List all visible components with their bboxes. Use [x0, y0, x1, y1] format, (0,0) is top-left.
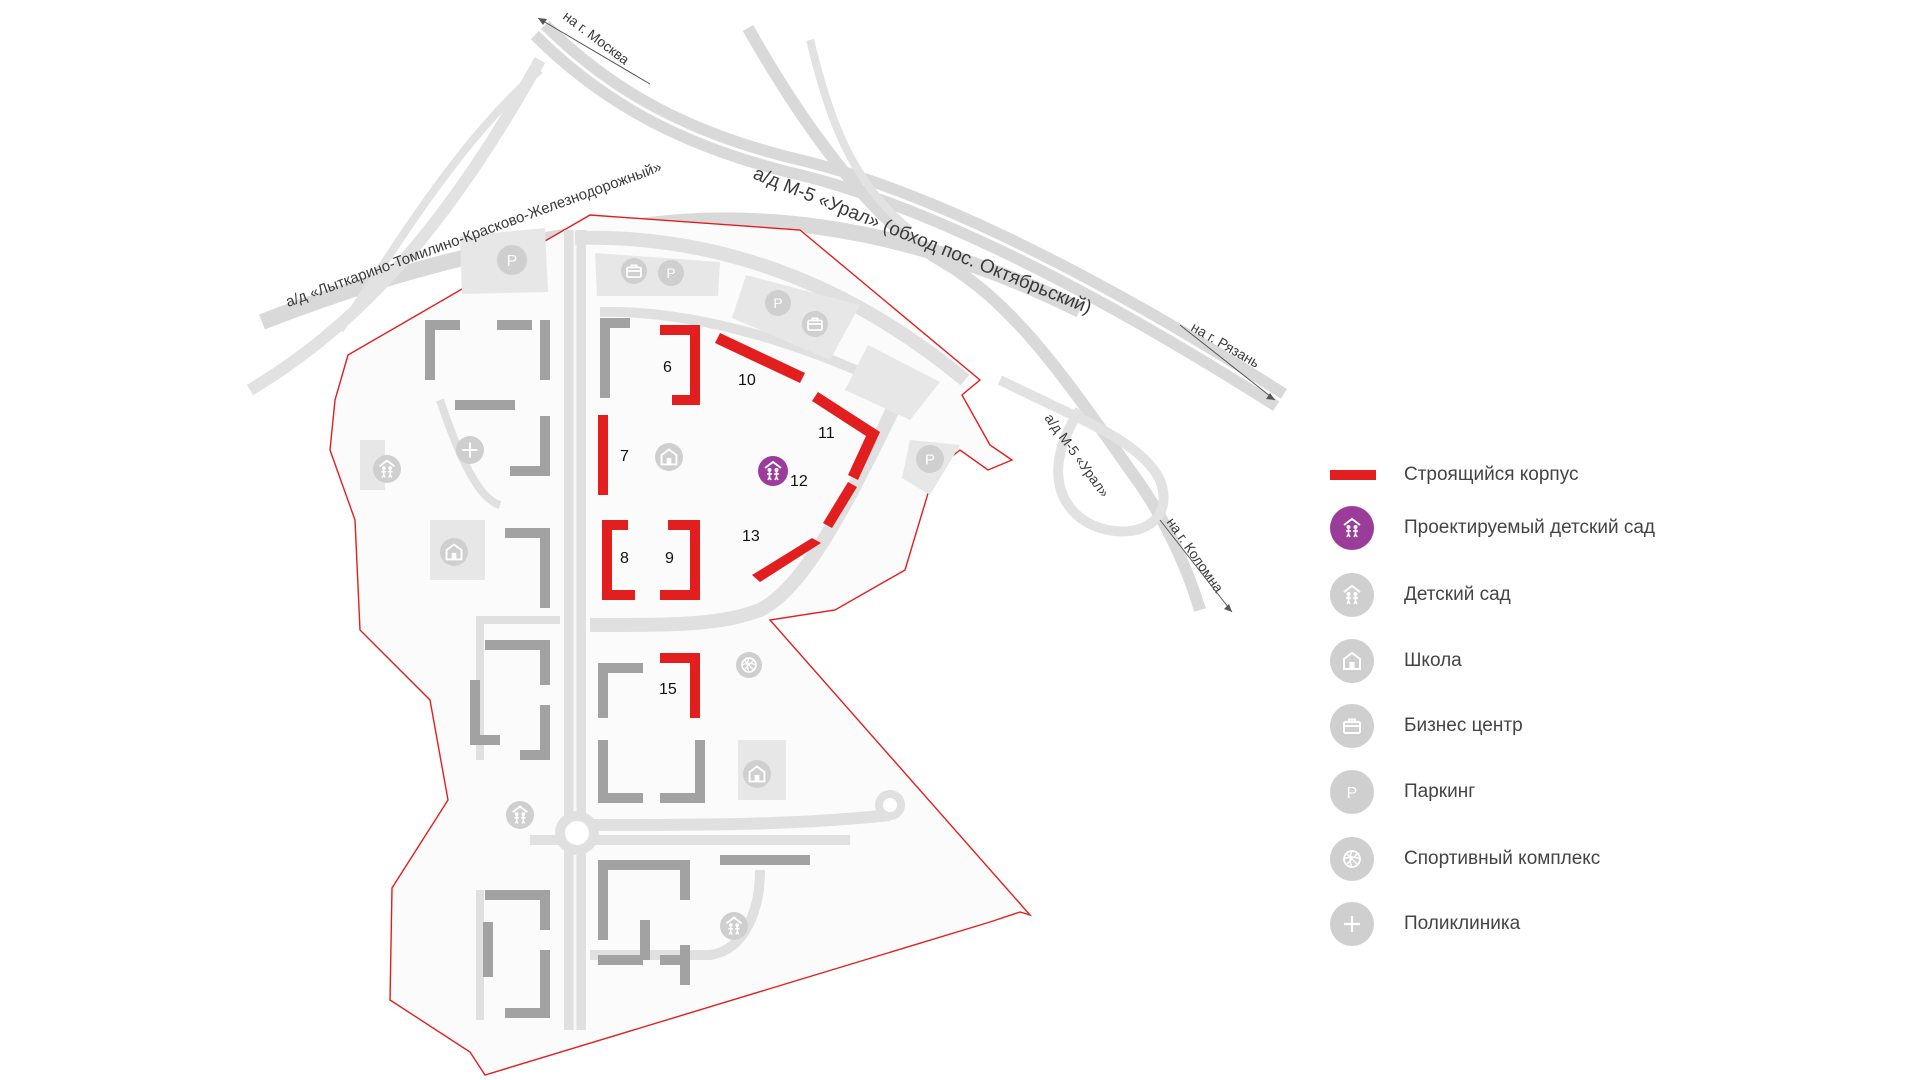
ball-icon — [1330, 837, 1374, 881]
parking-icon — [658, 260, 684, 286]
school-icon — [440, 538, 468, 566]
building-13 — [752, 538, 821, 582]
building-number: 10 — [738, 372, 756, 389]
briefcase-icon — [621, 258, 647, 284]
building-12 — [823, 482, 857, 528]
building-number: 12 — [790, 473, 808, 490]
legend-label: Бизнес центр — [1404, 715, 1523, 736]
legend-label: Строящийся корпус — [1404, 464, 1579, 485]
plus-icon — [1330, 902, 1374, 946]
construction-buildings — [598, 325, 880, 718]
building-6 — [660, 325, 700, 405]
building-10 — [715, 333, 805, 383]
legend-item-business-center: Бизнес центр — [1330, 703, 1523, 749]
parking-icon — [765, 290, 791, 316]
building-9 — [660, 520, 700, 600]
plus-icon — [456, 436, 484, 464]
existing-buildings — [425, 318, 810, 1018]
briefcase-icon — [802, 311, 828, 337]
legend-label: Школа — [1404, 650, 1462, 671]
legend-item-sports-complex: Спортивный комплекс — [1330, 836, 1600, 882]
legend-item-school: Школа — [1330, 638, 1462, 684]
legend-label: Паркинг — [1404, 781, 1476, 802]
highway-loop — [997, 375, 1169, 537]
kindergarten-icon — [758, 456, 788, 486]
legend-item-clinic: Поликлиника — [1330, 901, 1520, 947]
legend-label: Детский сад — [1404, 584, 1511, 605]
map-icons — [373, 245, 944, 940]
legend-label: Поликлиника — [1404, 913, 1521, 934]
building-number: 9 — [665, 550, 674, 567]
legend-item-kindergarten: Детский сад — [1330, 572, 1511, 618]
highway-m5-ural — [742, 25, 1206, 612]
school-icon — [655, 443, 683, 471]
building-11 — [812, 392, 880, 480]
school-icon — [1330, 639, 1374, 683]
road-west-diagonal — [246, 57, 546, 396]
building-7 — [598, 415, 608, 495]
building-number: 7 — [620, 448, 629, 465]
building-8 — [602, 520, 635, 600]
roundabout-east — [875, 790, 905, 820]
building-15 — [660, 653, 700, 718]
legend-item-under-construction: Строящийся корпус — [1330, 452, 1579, 498]
construction-swatch — [1330, 470, 1376, 480]
parking-icon — [916, 445, 944, 473]
building-number: 15 — [659, 681, 677, 698]
briefcase-icon — [1330, 704, 1374, 748]
roundabout — [555, 811, 599, 855]
building-numbers: 6 10 11 7 12 13 8 9 15 — [620, 359, 835, 698]
parking-icon — [497, 245, 527, 275]
building-number: 13 — [742, 528, 760, 545]
kindergarten-icon — [1330, 573, 1374, 617]
building-number: 8 — [620, 550, 629, 567]
building-number: 6 — [663, 359, 672, 376]
kindergarten-icon — [373, 455, 401, 483]
site-boundary — [329, 214, 1033, 1076]
legend-label: Проектируемый детский сад — [1404, 517, 1655, 538]
kindergarten-icon — [1330, 506, 1374, 550]
parking-icon — [1330, 770, 1374, 814]
legend-item-parking: Паркинг — [1330, 769, 1475, 815]
kindergarten-icon — [720, 912, 748, 940]
school-icon — [743, 760, 771, 788]
legend-item-planned-kindergarten: Проектируемый детский сад — [1330, 505, 1655, 551]
building-number: 11 — [818, 425, 835, 442]
legend-label: Спортивный комплекс — [1404, 848, 1601, 869]
kindergarten-icon — [506, 801, 534, 829]
ball-icon — [736, 652, 762, 678]
